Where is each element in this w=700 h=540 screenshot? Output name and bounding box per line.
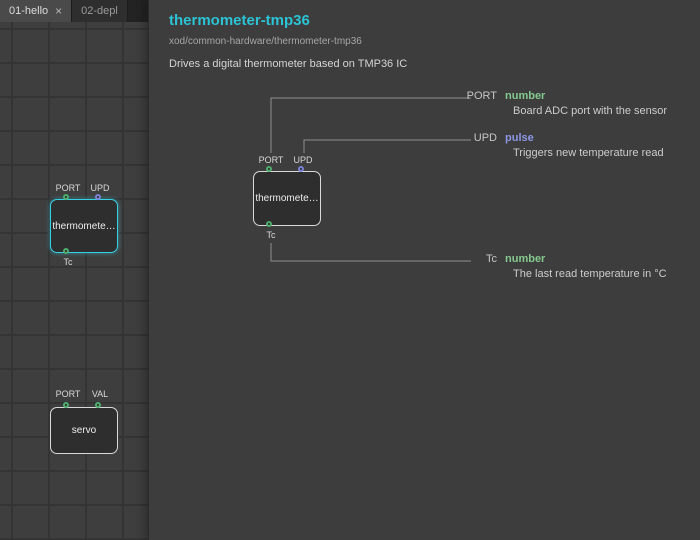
tab-label: 01-hello (9, 5, 48, 17)
pin-doc-type: pulse (505, 132, 534, 144)
node-body: thermomete… (253, 171, 321, 226)
pin-doc-description: Triggers new temperature read (513, 147, 699, 159)
pin-label-port: PORT (50, 389, 86, 400)
pin-port[interactable] (63, 194, 69, 200)
node-body[interactable]: thermomete… (50, 199, 118, 253)
pin-doc-name: Tc (399, 253, 505, 265)
node-body[interactable]: servo (50, 407, 118, 454)
pin-port[interactable] (63, 402, 69, 408)
pin-label-tc: Tc (253, 230, 289, 241)
close-icon[interactable]: × (55, 5, 62, 17)
quick-help-panel: thermometer-tmp36 xod/common-hardware/th… (148, 0, 700, 540)
pin-upd (298, 166, 304, 172)
pin-doc-upd: UPDpulse Triggers new temperature read (399, 132, 699, 159)
help-preview-node: PORT UPD thermomete… Tc (253, 155, 323, 247)
pin-doc-tc: Tcnumber The last read temperature in °C (399, 253, 699, 280)
pin-label-port: PORT (253, 155, 289, 166)
tab-bar: 01-hello × 02-depl (0, 0, 148, 22)
pin-tc (266, 221, 272, 227)
pin-doc-type: number (505, 90, 545, 102)
pin-tc[interactable] (63, 248, 69, 254)
pin-doc-description: The last read temperature in °C (513, 268, 699, 280)
tab-02-deploy[interactable]: 02-depl (72, 0, 128, 22)
pin-doc-name: UPD (399, 132, 505, 144)
node-label: servo (72, 425, 96, 436)
node-servo[interactable]: PORT VAL servo (50, 389, 120, 459)
pin-upd[interactable] (95, 194, 101, 200)
pin-doc-port: PORTnumber Board ADC port with the senso… (399, 90, 699, 117)
pin-val[interactable] (95, 402, 101, 408)
pin-label-val: VAL (82, 389, 118, 400)
tab-label: 02-depl (81, 5, 118, 17)
pin-diagram: PORT UPD thermomete… Tc PORTnumber Board… (149, 0, 700, 540)
pin-doc-type: number (505, 253, 545, 265)
pin-label-port: PORT (50, 183, 86, 194)
tab-01-hello[interactable]: 01-hello × (0, 0, 72, 22)
pin-doc-name: PORT (399, 90, 505, 102)
pin-doc-description: Board ADC port with the sensor (513, 105, 699, 117)
node-label: thermomete… (255, 193, 318, 204)
pin-label-upd: UPD (82, 183, 118, 194)
pin-label-upd: UPD (285, 155, 321, 166)
node-label: thermomete… (52, 221, 115, 232)
pin-port (266, 166, 272, 172)
pin-label-tc: Tc (50, 257, 86, 268)
node-thermometer-tmp36[interactable]: PORT UPD thermomete… Tc (50, 183, 120, 275)
